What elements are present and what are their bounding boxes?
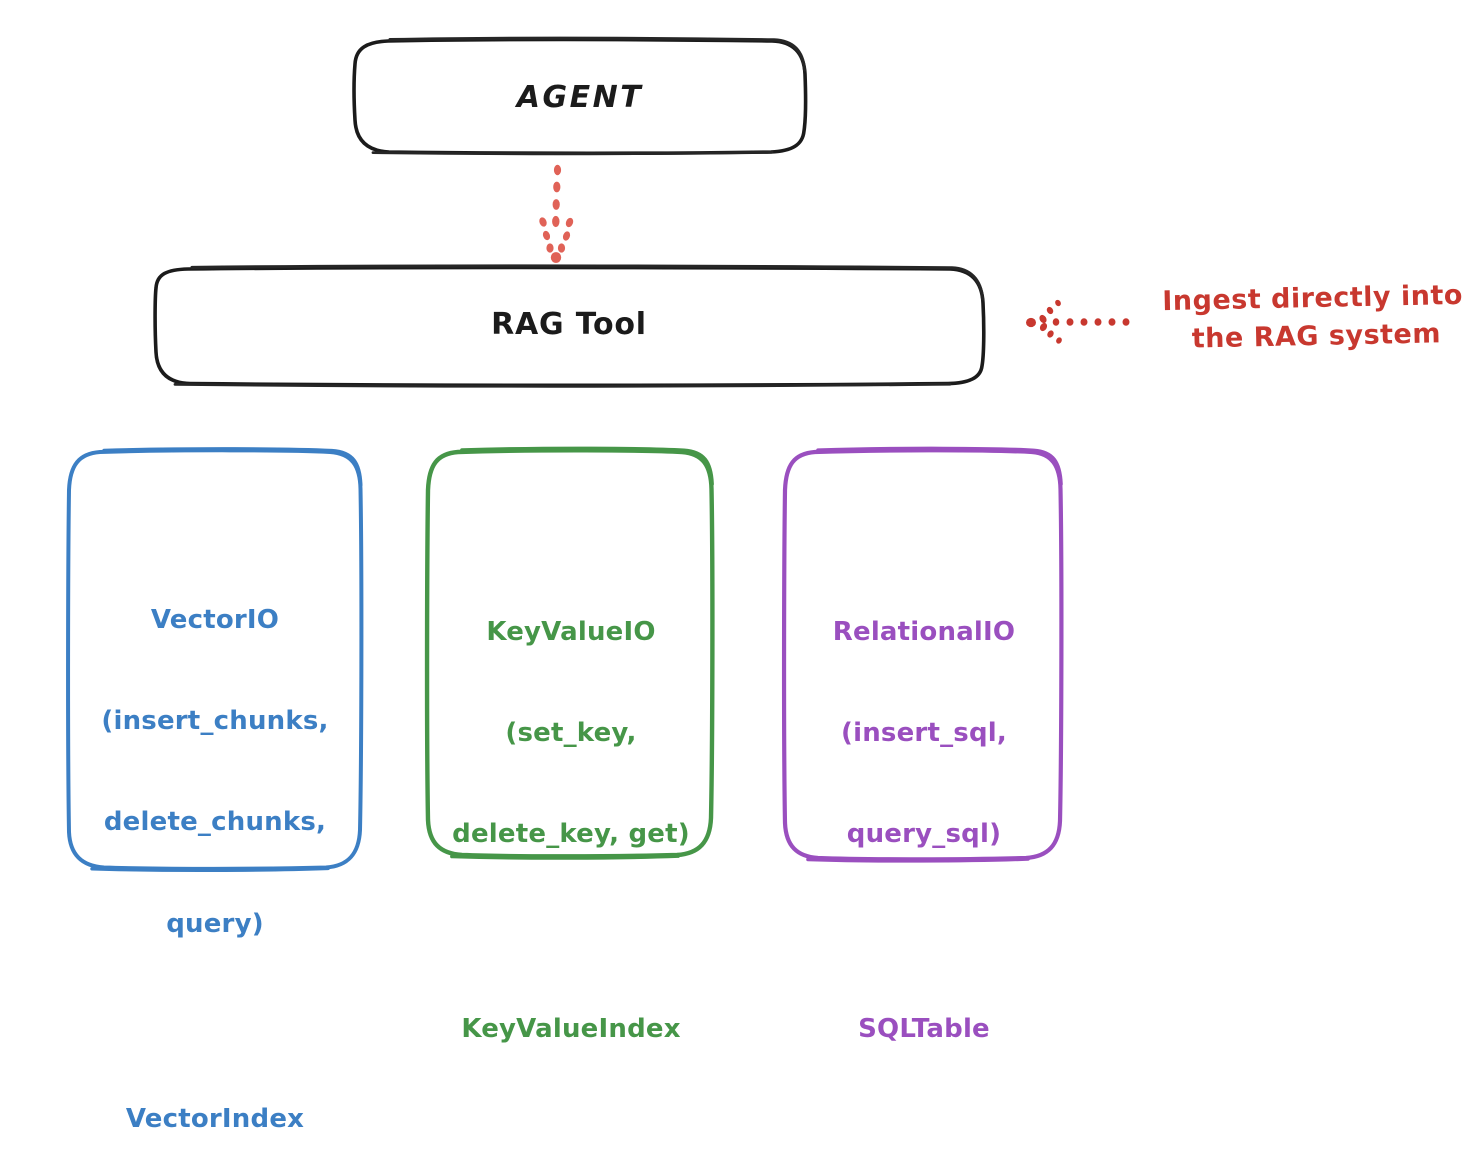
vector-method-line-3: query) [166,908,264,939]
agent-box[interactable] [352,36,808,156]
keyvalue-spacer [428,920,714,946]
diagram-canvas [66,36,1130,872]
vector-index-name: VectorIndex [125,1103,305,1134]
ingest-annotation: Ingest directly into the RAG system [1147,277,1479,361]
keyvalue-store-box[interactable] [424,446,715,860]
dotted-arrow-left-icon [1026,299,1130,344]
relational-spacer [786,920,1062,946]
rag-tool-box[interactable] [153,264,986,388]
annotation-line-2: the RAG system [1191,318,1442,355]
dotted-arrow-down-icon [539,164,574,263]
relational-store-box[interactable] [781,446,1064,863]
vector-spacer [70,1009,360,1035]
relational-index-name: SQLTable [858,1014,990,1045]
keyvalue-index-name: KeyValueIndex [461,1014,681,1045]
vector-store-box[interactable] [66,447,364,872]
